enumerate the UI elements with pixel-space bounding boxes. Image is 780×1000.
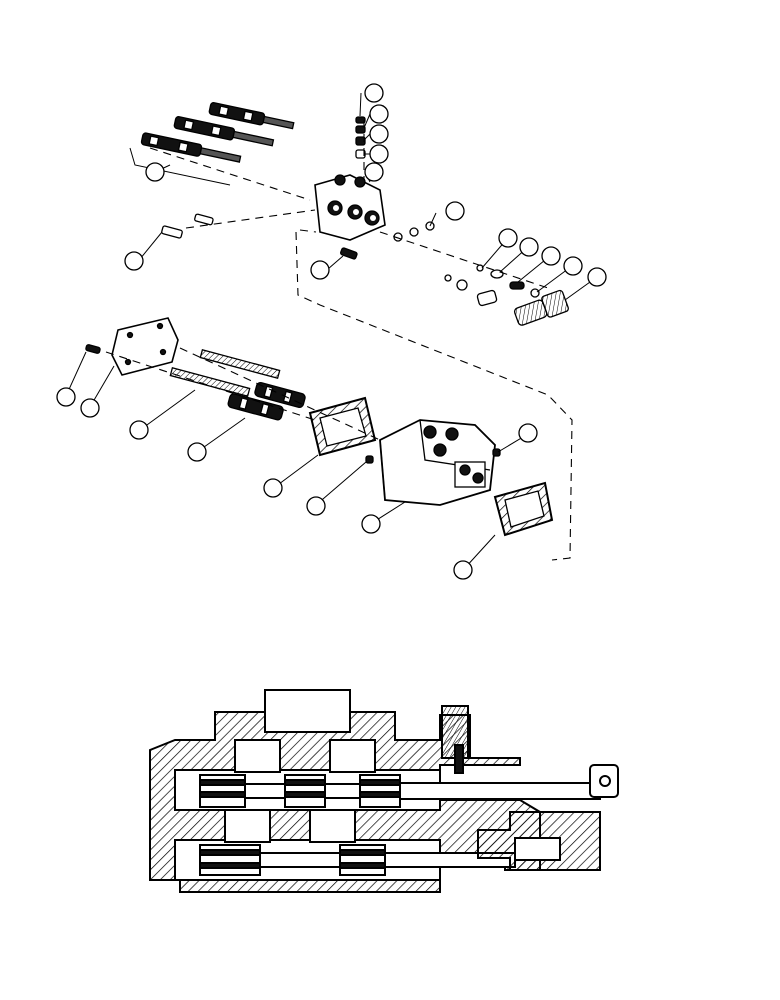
gasket-right [493,481,554,537]
gasket-left [308,396,377,457]
callout-17 [369,104,389,124]
screw-1-upper [340,247,358,260]
callout-11 [124,251,144,271]
callout-4 [145,162,165,182]
fittings-right [444,264,569,326]
callout-6 [361,514,381,534]
callout-10 [187,442,207,462]
callout-18 [369,124,389,144]
plug-8 [492,448,501,457]
assembly-lines [105,120,573,561]
plug-7 [365,455,374,464]
spring-stack [355,116,366,159]
callout-16 [364,83,384,103]
upper-spool [199,764,619,808]
top-cap [264,689,351,733]
callout-21 [541,246,561,266]
callout-12 [364,162,384,182]
lower-valve-body [379,419,496,506]
callout-3-left [263,478,283,498]
callout-15 [369,144,389,164]
upper-valve-body [314,174,386,241]
callout-1-upper [310,260,330,280]
callout-14 [498,228,518,248]
callouts [56,83,607,580]
callout-22 [563,256,583,276]
callout-2 [80,398,100,418]
callout-7 [306,496,326,516]
callout-20 [519,237,539,257]
callout-3-right [453,560,473,580]
callout-9 [129,420,149,440]
exploded-view [65,92,598,570]
callout-1-lower [56,387,76,407]
callout-8 [518,423,538,443]
sectional-view [149,689,619,893]
screw-1-lower [85,344,101,354]
pins-11 [161,213,214,239]
spool-group-upper [129,102,295,186]
plungers-10 [227,382,306,421]
callout-13 [445,201,465,221]
springs-9 [169,348,281,398]
callout-19 [587,267,607,287]
cover-plate [111,317,179,376]
